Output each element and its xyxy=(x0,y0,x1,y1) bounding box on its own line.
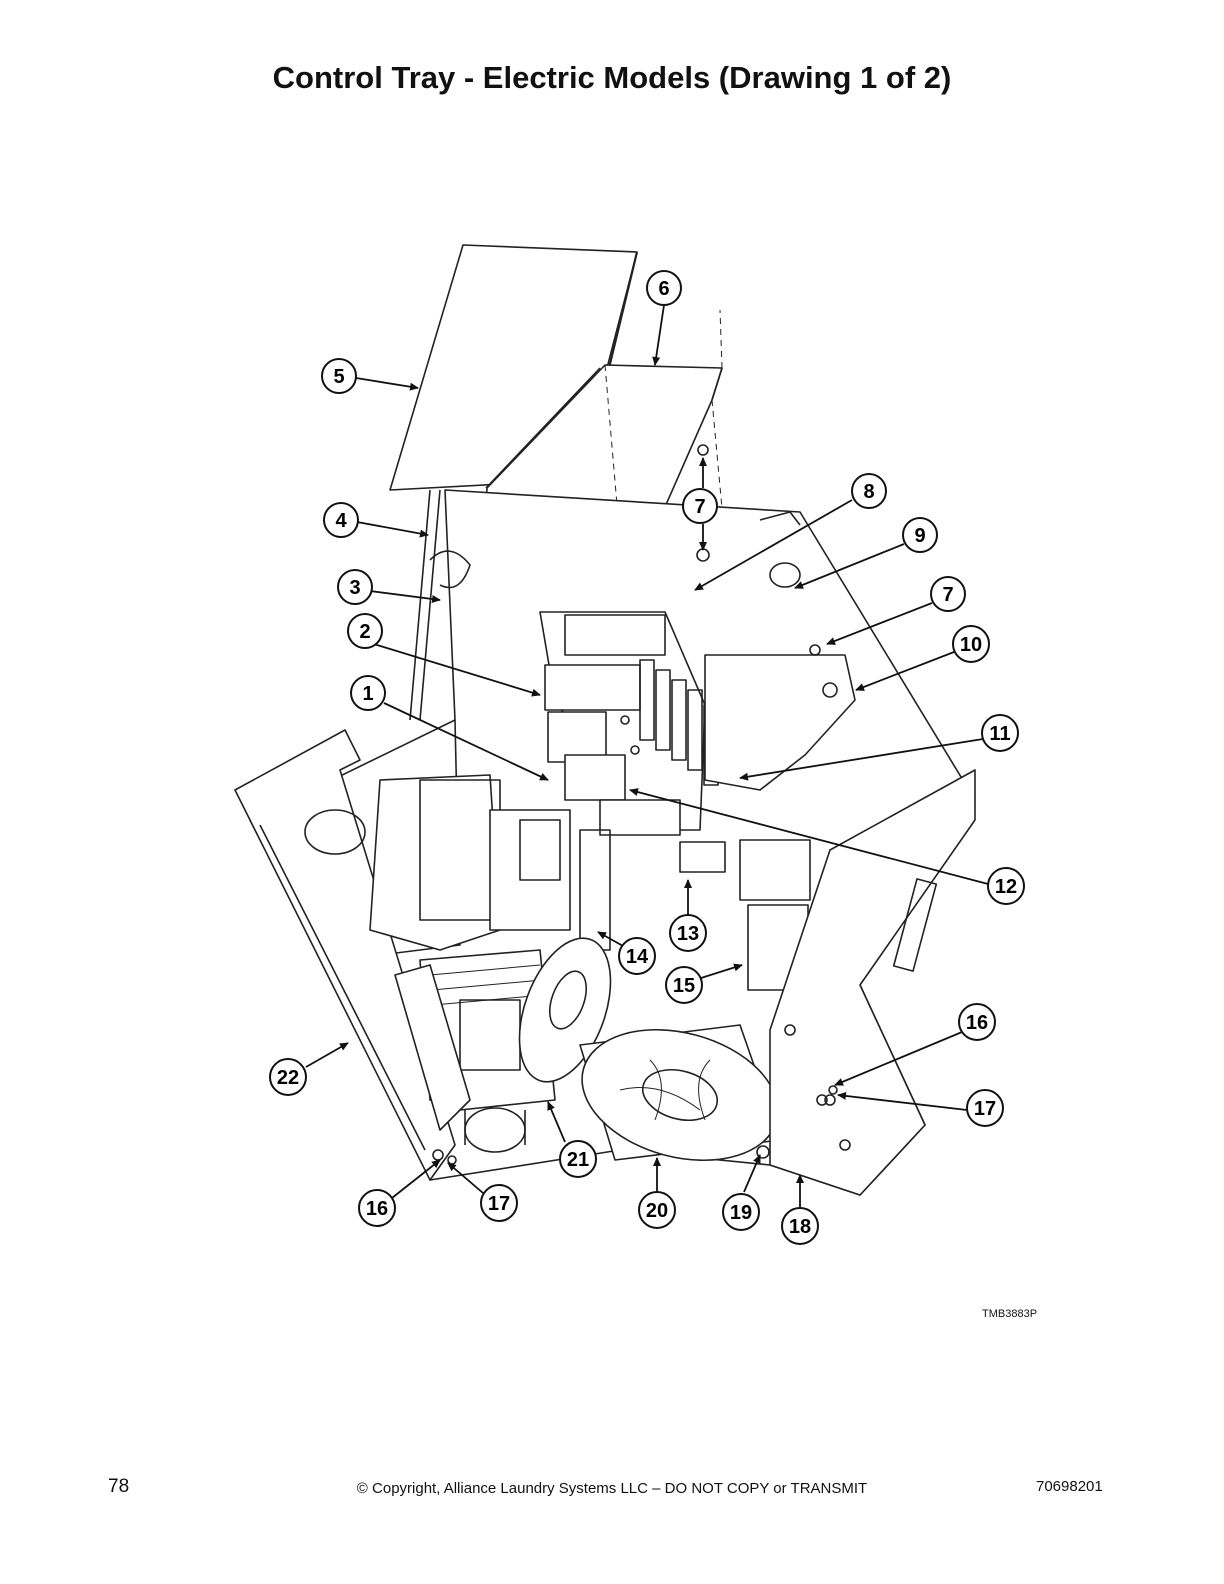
contactor-1 xyxy=(544,664,641,711)
terminal-bracket xyxy=(564,614,666,656)
svg-text:18: 18 xyxy=(789,1216,811,1238)
relay-module xyxy=(679,841,726,873)
callout-13: 13 xyxy=(669,914,707,952)
transformer-box xyxy=(704,654,856,791)
svg-text:7: 7 xyxy=(694,496,705,518)
svg-text:7: 7 xyxy=(942,584,953,606)
callout-22: 22 xyxy=(269,1058,307,1096)
svg-text:10: 10 xyxy=(960,634,982,656)
svg-text:8: 8 xyxy=(863,481,874,503)
callout-19: 19 xyxy=(722,1193,760,1231)
svg-text:16: 16 xyxy=(966,1012,988,1034)
callout-1: 1 xyxy=(350,675,386,711)
svg-text:17: 17 xyxy=(488,1193,510,1215)
transformer-core xyxy=(369,774,501,951)
callout-7-top: 7 xyxy=(682,488,718,524)
svg-text:4: 4 xyxy=(335,510,347,532)
callout-14: 14 xyxy=(618,937,656,975)
svg-text:17: 17 xyxy=(974,1098,996,1120)
svg-text:21: 21 xyxy=(567,1149,589,1171)
svg-text:20: 20 xyxy=(646,1200,668,1222)
page-title: Control Tray - Electric Models (Drawing … xyxy=(272,60,952,95)
page-number: 78 xyxy=(108,1476,130,1497)
callout-20: 20 xyxy=(638,1191,676,1229)
svg-text:3: 3 xyxy=(349,577,360,599)
callout-12: 12 xyxy=(987,867,1025,905)
callout-8: 8 xyxy=(851,473,887,509)
callout-5: 5 xyxy=(321,358,357,394)
callout-2: 2 xyxy=(347,613,383,649)
svg-text:13: 13 xyxy=(677,923,699,945)
svg-text:15: 15 xyxy=(673,975,695,997)
svg-text:6: 6 xyxy=(658,278,669,300)
front-panel xyxy=(234,729,456,1181)
callout-21: 21 xyxy=(559,1140,597,1178)
callout-11: 11 xyxy=(981,714,1019,752)
callout-18: 18 xyxy=(781,1207,819,1245)
callout-10: 10 xyxy=(952,625,990,663)
callout-4: 4 xyxy=(323,502,359,538)
callout-3: 3 xyxy=(337,569,373,605)
callout-7-right: 7 xyxy=(930,576,966,612)
callout-17-right: 17 xyxy=(966,1089,1004,1127)
svg-text:5: 5 xyxy=(333,366,344,388)
svg-text:11: 11 xyxy=(989,723,1010,745)
svg-text:12: 12 xyxy=(995,876,1017,898)
drawing-reference: TMB3883P xyxy=(982,1308,1038,1320)
svg-text:16: 16 xyxy=(366,1198,388,1220)
svg-text:9: 9 xyxy=(914,525,925,547)
callout-15: 15 xyxy=(665,966,703,1004)
callout-16-right: 16 xyxy=(958,1003,996,1041)
svg-text:1: 1 xyxy=(362,683,373,705)
callout-7-lower: 7 xyxy=(0,0,11,5)
control-board xyxy=(394,964,471,1131)
svg-text:19: 19 xyxy=(730,1202,752,1224)
svg-text:14: 14 xyxy=(626,946,649,968)
callout-16-left: 16 xyxy=(358,1189,396,1227)
capacitor xyxy=(464,1107,526,1153)
document-number: 70698201 xyxy=(1036,1478,1103,1495)
contactor-3 xyxy=(564,754,626,801)
copyright-notice: © Copyright, Alliance Laundry Systems LL… xyxy=(356,1480,868,1497)
callout-17-left: 17 xyxy=(480,1184,518,1222)
callout-9: 9 xyxy=(902,517,938,553)
svg-text:22: 22 xyxy=(277,1067,299,1089)
callout-6: 6 xyxy=(646,270,682,306)
svg-text:2: 2 xyxy=(359,621,370,643)
